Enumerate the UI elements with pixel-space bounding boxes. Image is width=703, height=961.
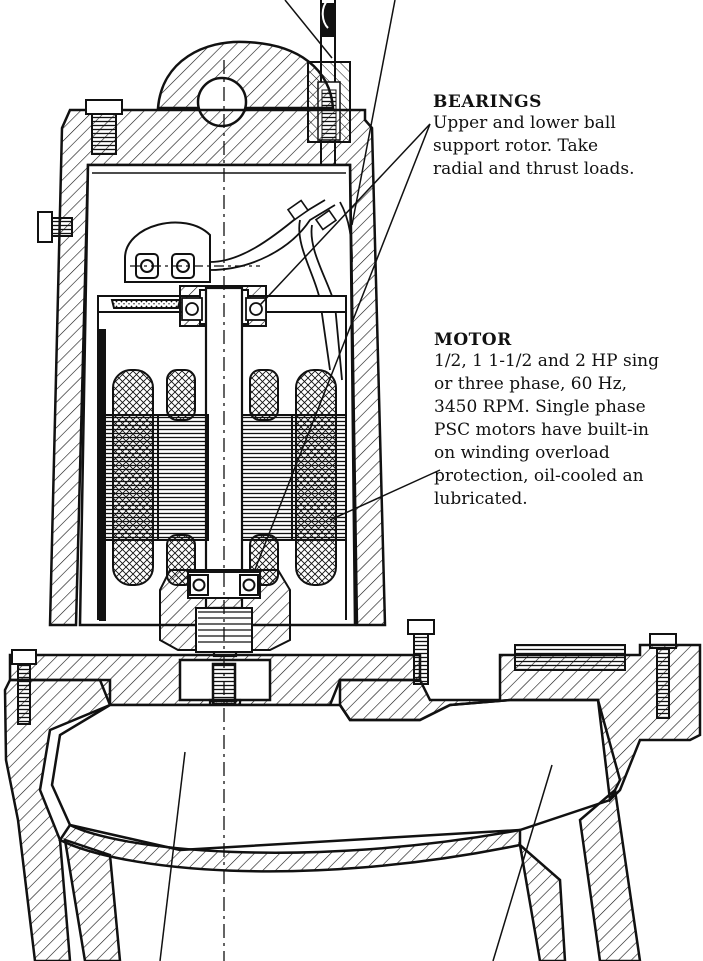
terminal-block (124, 221, 211, 283)
fill-plug (85, 99, 123, 155)
bearings-description: Upper and lower ball support rotor. Take… (433, 113, 635, 179)
volute-casing (3, 643, 702, 961)
bearings-title: BEARINGS (433, 92, 542, 112)
bearings-callout: BEARINGS Upper and lower ball support ro… (433, 92, 703, 181)
upper-ball-bearing (181, 297, 267, 321)
wire-connectors (286, 199, 338, 231)
stator-shell (97, 312, 347, 621)
side-bolt (37, 211, 73, 243)
leader-lines (159, 0, 553, 961)
motor-description: 1/2, 1 1-1/2 and 2 HP sing or three phas… (434, 351, 659, 509)
lower-bearing-housing (159, 569, 291, 653)
motor-callout: MOTOR 1/2, 1 1-1/2 and 2 HP sing or thre… (434, 330, 703, 511)
motor-title: MOTOR (434, 330, 512, 350)
